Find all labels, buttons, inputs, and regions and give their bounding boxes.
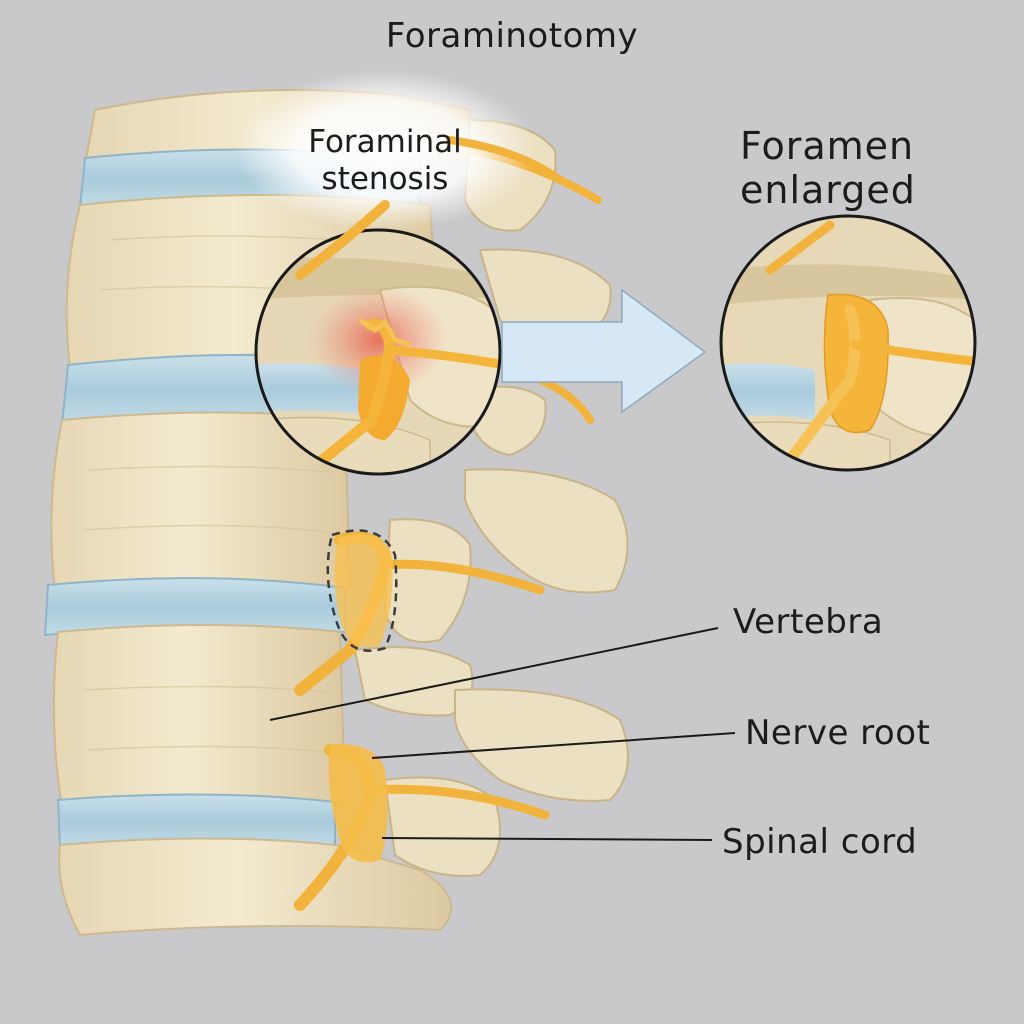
foramen-enlarged-label: Foramen enlarged — [740, 124, 916, 212]
foraminal-stenosis-label: Foraminal stenosis — [308, 124, 462, 197]
vertebra-leader-line — [269, 627, 719, 721]
foramen-enlarged-line1: Foramen — [740, 124, 915, 168]
enlarged-magnifier — [719, 214, 977, 472]
nerve-root-label: Nerve root — [745, 713, 931, 753]
vertebra-body — [52, 624, 347, 810]
nerve-root — [446, 136, 564, 184]
vertebra-label: Vertebra — [733, 602, 884, 642]
spinal-cord-segment — [328, 744, 388, 863]
diagram-title: Foraminotomy — [385, 16, 639, 56]
nerve-root-sheath — [334, 534, 393, 648]
nerve-root-leader-line — [371, 732, 736, 759]
enlargement-arrow — [501, 288, 707, 414]
vertebra-body — [58, 837, 453, 937]
vertebral-column — [43, 89, 471, 937]
nerve-root — [295, 200, 390, 280]
stenosis-magnifier — [254, 228, 502, 476]
foramen-dashed-outline — [326, 529, 398, 653]
spinal-cord-label: Spinal cord — [722, 822, 918, 862]
spinal-cord-leader-line — [381, 837, 713, 841]
label-glow — [235, 70, 535, 230]
foramen-enlarged-line2: enlarged — [740, 168, 916, 212]
